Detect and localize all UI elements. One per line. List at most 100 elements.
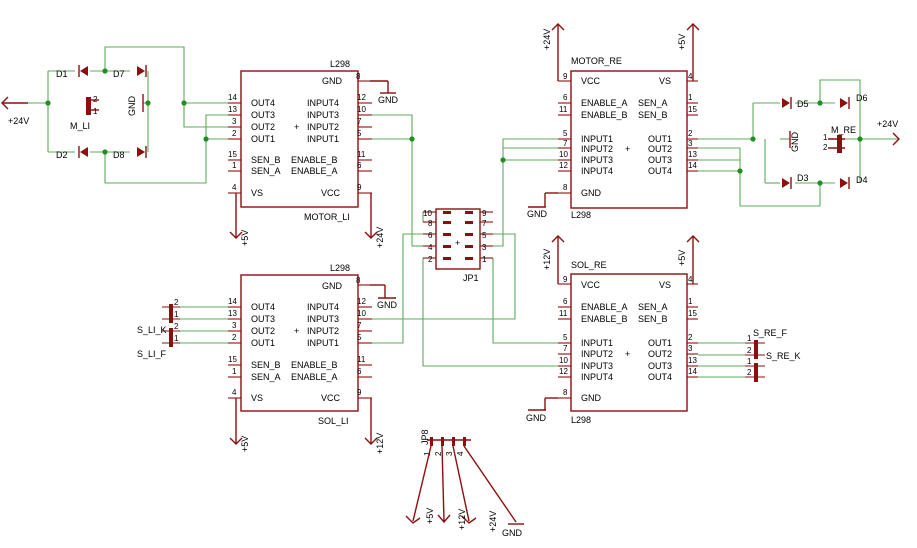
diode-d6: D6 bbox=[840, 93, 868, 109]
svg-text:ENABLE_A: ENABLE_A bbox=[581, 302, 628, 312]
svg-text:1: 1 bbox=[823, 133, 828, 142]
svg-text:INPUT2: INPUT2 bbox=[307, 122, 339, 132]
svg-text:M_RE: M_RE bbox=[831, 125, 856, 135]
svg-text:1: 1 bbox=[482, 255, 487, 264]
junctions bbox=[45, 68, 863, 186]
svg-text:5: 5 bbox=[357, 333, 362, 342]
jp8-5v-label: +5V bbox=[425, 508, 435, 524]
svg-text:2: 2 bbox=[232, 333, 237, 342]
svg-text:+: + bbox=[455, 238, 460, 248]
connector-m-re: 1 2 M_RE bbox=[823, 125, 856, 153]
svg-text:D3: D3 bbox=[797, 173, 809, 183]
svg-text:15: 15 bbox=[228, 355, 237, 364]
svg-text:INPUT1: INPUT1 bbox=[581, 338, 613, 348]
svg-text:7: 7 bbox=[563, 139, 568, 148]
svg-text:OUT2: OUT2 bbox=[251, 122, 275, 132]
svg-text:12: 12 bbox=[559, 161, 568, 170]
svg-text:8: 8 bbox=[356, 276, 361, 285]
svg-text:2: 2 bbox=[688, 129, 693, 138]
svg-text:OUT1: OUT1 bbox=[251, 338, 275, 348]
svg-text:2: 2 bbox=[428, 255, 433, 264]
svg-text:D4: D4 bbox=[856, 175, 868, 185]
sol-li-5v-label: +5V bbox=[240, 436, 250, 452]
svg-text:12: 12 bbox=[559, 367, 568, 376]
svg-text:1: 1 bbox=[688, 93, 693, 102]
svg-text:5: 5 bbox=[357, 129, 362, 138]
svg-text:6: 6 bbox=[357, 161, 362, 170]
svg-text:9: 9 bbox=[357, 183, 362, 192]
ic-sol-re: SOL_RE L298 9 4 VCC VS 6 11 5 7 10 12 8 … bbox=[558, 260, 698, 425]
svg-text:INPUT3: INPUT3 bbox=[581, 361, 613, 371]
sol-li-name: SOL_LI bbox=[318, 416, 349, 426]
svg-text:4: 4 bbox=[428, 243, 433, 252]
svg-text:10: 10 bbox=[559, 356, 568, 365]
svg-text:1: 1 bbox=[174, 310, 179, 319]
svg-text:VCC: VCC bbox=[321, 393, 341, 403]
svg-text:INPUT1: INPUT1 bbox=[581, 134, 613, 144]
svg-text:SEN_B: SEN_B bbox=[251, 360, 281, 370]
svg-text:2: 2 bbox=[688, 333, 693, 342]
svg-text:3: 3 bbox=[688, 139, 693, 148]
svg-text:S_RE_K: S_RE_K bbox=[766, 351, 801, 361]
svg-text:OUT4: OUT4 bbox=[648, 372, 672, 382]
svg-text:2: 2 bbox=[434, 451, 443, 456]
connector-s-re: 1 2 1 2 S_RE_F S_RE_K bbox=[745, 328, 801, 382]
svg-text:1: 1 bbox=[747, 357, 752, 366]
svg-text:15: 15 bbox=[688, 105, 697, 114]
jp8-12v-label: +12V bbox=[457, 509, 467, 530]
svg-text:8: 8 bbox=[563, 183, 568, 192]
svg-text:4: 4 bbox=[232, 388, 237, 397]
svg-text:2: 2 bbox=[747, 346, 752, 355]
ic-motor-re: MOTOR_RE L298 9 4 VCC VS 6 11 5 7 10 12 … bbox=[558, 56, 698, 220]
wires bbox=[28, 46, 898, 378]
svg-text:7: 7 bbox=[563, 344, 568, 353]
svg-text:ENABLE_A: ENABLE_A bbox=[291, 372, 338, 382]
svg-text:3: 3 bbox=[482, 243, 487, 252]
svg-text:GND: GND bbox=[581, 393, 602, 403]
diode-d8: D8 bbox=[113, 146, 147, 160]
diode-bridge-left: D1 D7 D2 D8 2 1 M_LI bbox=[56, 65, 147, 160]
svg-text:OUT4: OUT4 bbox=[251, 98, 275, 108]
svg-text:OUT3: OUT3 bbox=[251, 314, 275, 324]
svg-text:8: 8 bbox=[428, 219, 433, 228]
svg-text:2: 2 bbox=[747, 368, 752, 377]
svg-text:VS: VS bbox=[251, 393, 263, 403]
svg-text:6: 6 bbox=[563, 93, 568, 102]
svg-text:8: 8 bbox=[356, 72, 361, 81]
svg-text:1: 1 bbox=[93, 107, 98, 116]
motor-li-24v-label: +24V bbox=[375, 227, 385, 248]
motor-li-gnd-label: GND bbox=[378, 95, 399, 105]
svg-text:10: 10 bbox=[559, 150, 568, 159]
svg-text:SEN_B: SEN_B bbox=[638, 314, 668, 324]
svg-text:9: 9 bbox=[563, 72, 568, 81]
motor-re-5v-label: +5V bbox=[677, 34, 687, 50]
svg-text:OUT4: OUT4 bbox=[251, 302, 275, 312]
svg-text:ENABLE_B: ENABLE_B bbox=[581, 110, 628, 120]
svg-text:INPUT3: INPUT3 bbox=[307, 314, 339, 324]
motor-li-name: MOTOR_LI bbox=[304, 212, 350, 222]
svg-text:10: 10 bbox=[423, 209, 432, 218]
svg-text:1: 1 bbox=[174, 334, 179, 343]
svg-text:3: 3 bbox=[232, 117, 237, 126]
svg-text:ENABLE_A: ENABLE_A bbox=[291, 166, 338, 176]
svg-text:1: 1 bbox=[232, 161, 237, 170]
svg-text:VCC: VCC bbox=[581, 280, 601, 290]
svg-text:1: 1 bbox=[688, 297, 693, 306]
svg-text:6: 6 bbox=[428, 231, 433, 240]
svg-text:+: + bbox=[294, 122, 299, 132]
svg-text:OUT1: OUT1 bbox=[251, 134, 275, 144]
svg-text:6: 6 bbox=[357, 367, 362, 376]
svg-text:D8: D8 bbox=[113, 150, 125, 160]
jp8-label: JP8 bbox=[420, 429, 430, 445]
jp8-24v-label: +24V bbox=[488, 511, 498, 532]
svg-text:ENABLE_B: ENABLE_B bbox=[581, 314, 628, 324]
svg-text:SEN_A: SEN_A bbox=[251, 166, 281, 176]
svg-text:9: 9 bbox=[357, 388, 362, 397]
diode-bridge-right: D5 D6 D3 D4 1 2 M_RE bbox=[782, 93, 868, 189]
motor-re-gnd-label: GND bbox=[527, 209, 548, 219]
svg-text:4: 4 bbox=[688, 275, 693, 284]
svg-text:GND: GND bbox=[581, 188, 602, 198]
svg-text:6: 6 bbox=[563, 297, 568, 306]
svg-text:INPUT1: INPUT1 bbox=[307, 338, 339, 348]
sol-re-5v-label: +5V bbox=[677, 250, 687, 266]
